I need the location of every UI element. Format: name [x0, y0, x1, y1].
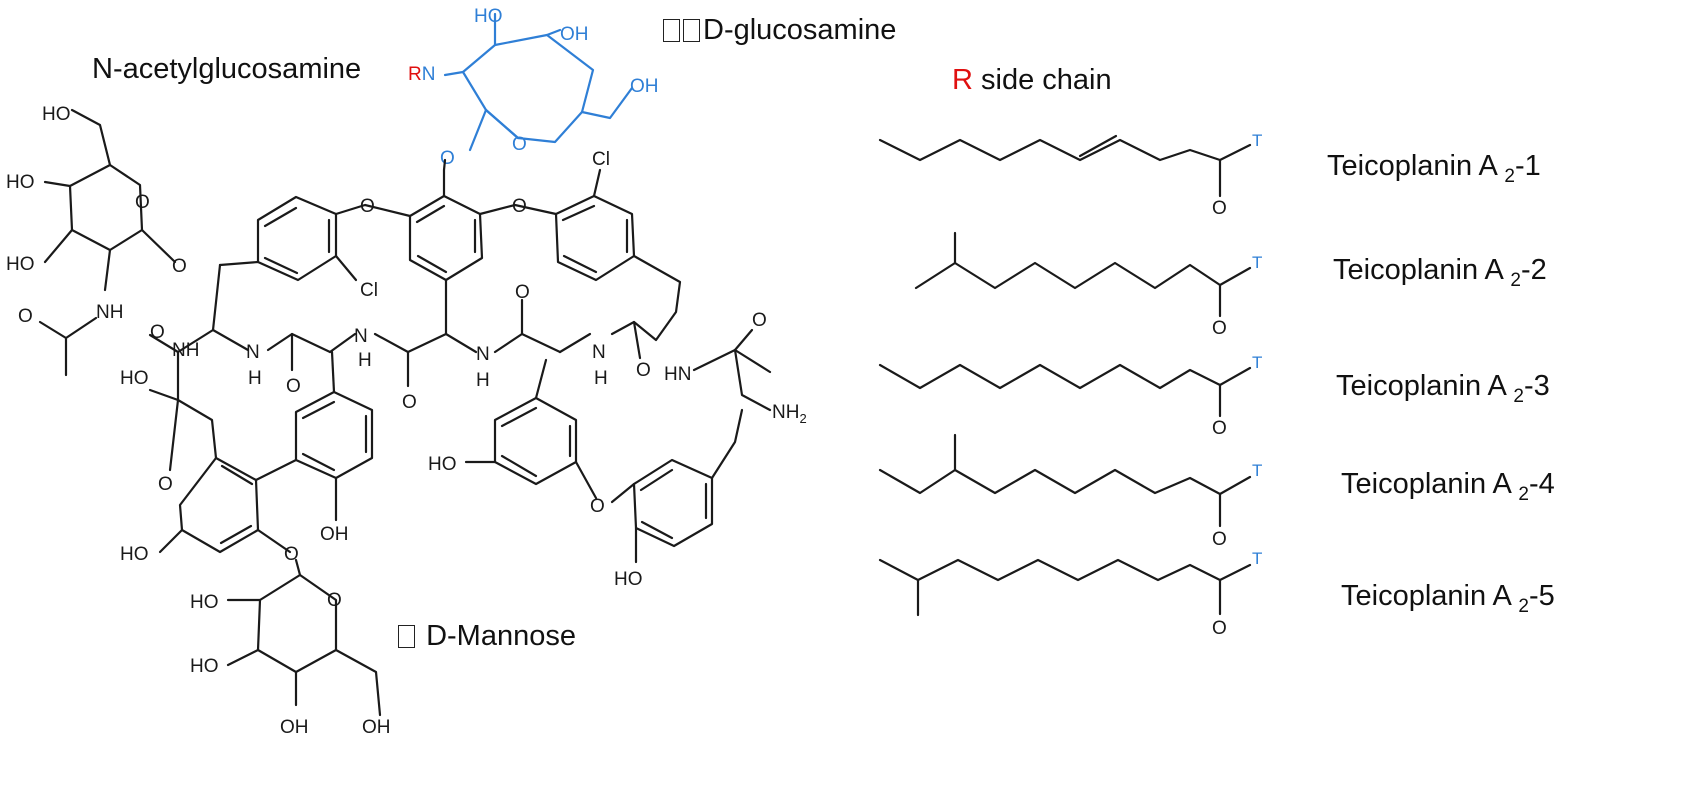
atom-o: O [402, 392, 417, 413]
side-chain-4: O T [878, 433, 1262, 550]
atom-rn: RN [408, 64, 435, 85]
d-glucosamine-ring: HO OH OH O RN O [408, 6, 659, 169]
atom-o: O [515, 282, 530, 303]
atom-t: T [1252, 353, 1262, 372]
missing-glyph-box [663, 19, 680, 42]
variant-label-4: Teicoplanin A 2-4 [1341, 468, 1555, 505]
atom-o: O [1212, 318, 1227, 339]
n-acetylglucosamine-label: N-acetylglucosamine [92, 53, 362, 85]
atom-o: O [512, 196, 527, 217]
atom-ho: HO [6, 254, 35, 275]
variant-label-2: Teicoplanin A 2-2 [1333, 254, 1547, 291]
atom-o: O [512, 134, 527, 155]
atom-o: O [590, 496, 605, 517]
atom-ho: HO [120, 368, 149, 389]
atom-ho: HO [474, 6, 503, 27]
atom-ho: HO [42, 104, 71, 125]
atom-oh: OH [320, 524, 349, 545]
atom-o: O [1212, 618, 1227, 639]
atom-o: O [172, 256, 187, 277]
d-mannose-ring: HO HO OH OH O [190, 558, 391, 738]
atom-ho: HO [428, 454, 457, 475]
atom-o: O [150, 322, 165, 343]
side-chain-3: O T [878, 353, 1262, 439]
atom-n: N [354, 326, 368, 347]
d-glucosamine-text: D-glucosamine [703, 14, 897, 46]
atom-t: T [1252, 253, 1262, 272]
atom-n: N [246, 342, 260, 363]
d-glucosamine-label: D-glucosamine [663, 16, 896, 45]
atom-o: O [158, 474, 173, 495]
aglycone-core: O O Cl Cl O N H O [120, 149, 807, 590]
atom-ho: HO [6, 172, 35, 193]
atom-nh: NH [172, 340, 199, 361]
d-mannose-label: D-Mannose [398, 622, 576, 651]
side-chain-2: O T [914, 231, 1262, 339]
atom-o: O [286, 376, 301, 397]
atom-h: H [358, 350, 372, 371]
n-acetylglucosamine-ring: HO HO HO O O NH O [6, 104, 187, 377]
r-side-chain-heading: R side chain [952, 66, 1112, 95]
atom-nh2: NH2 [772, 402, 807, 426]
r-letter: R [952, 64, 973, 96]
atom-h: H [476, 370, 490, 391]
atom-t: T [1252, 549, 1262, 568]
variant-label-3: Teicoplanin A 2-3 [1336, 370, 1550, 407]
atom-hn: HN [664, 364, 691, 385]
missing-glyph-box [398, 625, 415, 648]
atom-ho: HO [120, 544, 149, 565]
atom-oh: OH [560, 24, 589, 45]
atom-o: O [752, 310, 767, 331]
atom-o: O [1212, 418, 1227, 439]
d-mannose-text: D-Mannose [426, 620, 576, 652]
atom-o: O [440, 148, 455, 169]
atom-oh: OH [280, 717, 309, 738]
atom-cl: Cl [360, 280, 378, 301]
atom-oh: OH [630, 76, 659, 97]
side-chain-1: O T [878, 131, 1262, 219]
atom-o: O [1212, 529, 1227, 550]
atom-h: H [594, 368, 608, 389]
atom-nh: NH [96, 302, 123, 323]
atom-o: O [18, 306, 33, 327]
atom-o: O [1212, 198, 1227, 219]
missing-glyph-box [683, 19, 700, 42]
atom-ho: HO [190, 656, 219, 677]
side-chain-5: O T [878, 549, 1262, 639]
atom-h: H [248, 368, 262, 389]
atom-t: T [1252, 461, 1262, 480]
atom-o: O [636, 360, 651, 381]
atom-n: N [476, 344, 490, 365]
side-chain-text: side chain [972, 64, 1112, 96]
atom-n: N [592, 342, 606, 363]
atom-ho: HO [190, 592, 219, 613]
variant-label-5: Teicoplanin A 2-5 [1341, 580, 1555, 617]
variant-label-1: Teicoplanin A 2-1 [1327, 150, 1541, 187]
atom-ho: HO [614, 569, 643, 590]
atom-o: O [360, 196, 375, 217]
atom-o: O [135, 192, 150, 213]
atom-t: T [1252, 131, 1262, 150]
atom-o: O [327, 590, 342, 611]
atom-oh: OH [362, 717, 391, 738]
atom-cl: Cl [592, 149, 610, 170]
